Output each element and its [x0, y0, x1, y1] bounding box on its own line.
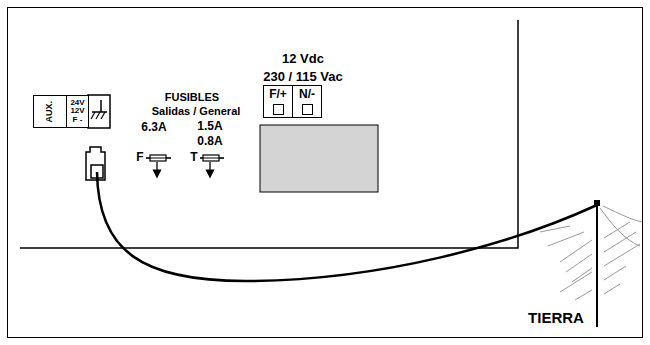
voltage-box: 24V 12V F -	[66, 95, 89, 128]
supply-label: 12 Vdc	[282, 52, 324, 66]
frame	[8, 8, 643, 338]
terminal-box: F/+	[263, 85, 293, 118]
box-text: N/-	[299, 88, 315, 101]
box-text: F/+	[269, 88, 287, 101]
fuse-heading: FUSIBLES	[165, 91, 219, 103]
earth-rod	[596, 200, 598, 327]
fuse-symbol	[146, 155, 171, 174]
terminal-square	[273, 104, 284, 115]
fuse-rating: 1.5A	[197, 120, 222, 133]
earth-label: TIERRA	[528, 310, 584, 327]
fuse-rating: 6.3A	[141, 121, 166, 134]
box-text: 24V 12V F -	[69, 99, 86, 124]
fuse-rating: 0.8A	[197, 135, 222, 148]
rod-clamp	[594, 200, 600, 206]
fuse-letter: F	[136, 151, 143, 164]
earth-cable	[97, 172, 597, 281]
supply-label: 230 / 115 Vac	[263, 70, 343, 84]
ground-connector	[86, 147, 105, 180]
fuse-letter: T	[190, 151, 197, 164]
panel-edge	[20, 20, 518, 248]
fuse-heading: Salidas / General	[152, 105, 241, 117]
terminal-square	[302, 104, 313, 115]
box-text: AUX.	[45, 101, 54, 123]
fuse-symbol	[200, 155, 224, 174]
ground-symbol	[88, 95, 110, 128]
terminal-box: N/-	[292, 85, 322, 118]
aux-box: AUX.	[33, 95, 67, 128]
soil-hatch	[540, 206, 642, 300]
terminal-block	[260, 125, 378, 192]
